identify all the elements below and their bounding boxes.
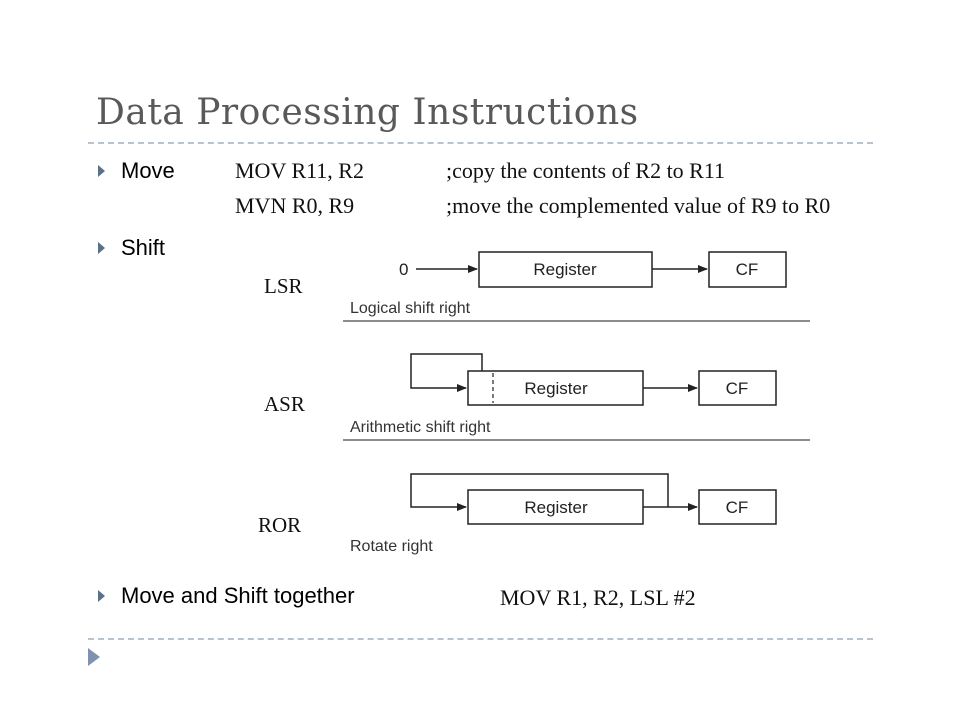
bullet-move-shift: Move and Shift together [98, 583, 355, 609]
asr-label: ASR [264, 392, 305, 416]
lsr-register-box [478, 251, 653, 288]
bullet-triangle-icon [98, 590, 105, 602]
bullet-shift: Shift [98, 235, 165, 261]
ror-cf-box [698, 489, 777, 525]
ror-cf-text: CF [726, 498, 749, 517]
bullet-move: Move [98, 158, 175, 184]
mov-lsl-instruction: MOV R1, R2, LSL #2 [500, 585, 696, 610]
lsr-input-zero: 0 [399, 260, 408, 279]
bullet-move-shift-label: Move and Shift together [121, 583, 355, 608]
ror-register-box [467, 489, 644, 525]
lsr-caption: Logical shift right [350, 300, 471, 317]
mov-comment: ;copy the contents of R2 to R11 [446, 158, 726, 183]
ror-register-text: Register [524, 498, 588, 517]
lsr-label: LSR [264, 274, 303, 298]
lsr-diagram: 0 Register CF Logical shift right [343, 251, 810, 322]
ror-diagram: Register CF Rotate right [350, 473, 777, 555]
ror-rotate-arrow [410, 473, 669, 511]
slide-title: Data Processing Instructions [96, 92, 639, 133]
footer-triangle-icon [88, 648, 100, 666]
asr-feedback-arrow [410, 353, 483, 392]
bullet-triangle-icon [98, 242, 105, 254]
ror-label: ROR [258, 513, 302, 537]
lsr-cf-text: CF [736, 260, 759, 279]
ror-caption: Rotate right [350, 538, 433, 555]
mvn-instruction: MVN R0, R9 [235, 193, 355, 218]
bullet-move-label: Move [121, 158, 175, 183]
asr-diagram: Register CF Arithmetic shift right [343, 353, 810, 441]
bullet-shift-label: Shift [121, 235, 166, 260]
asr-cf-box [698, 370, 777, 406]
lsr-cf-box [708, 251, 787, 288]
title-divider [88, 142, 873, 144]
asr-cf-text: CF [726, 379, 749, 398]
lsr-register-text: Register [533, 260, 597, 279]
mov-instruction: MOV R11, R2 [235, 158, 364, 183]
bullet-triangle-icon [98, 165, 105, 177]
footer-divider [88, 638, 873, 640]
mvn-comment: ;move the complemented value of R9 to R0 [446, 193, 831, 218]
asr-caption: Arithmetic shift right [350, 419, 491, 436]
asr-register-box [467, 370, 644, 406]
asr-register-text: Register [524, 379, 588, 398]
